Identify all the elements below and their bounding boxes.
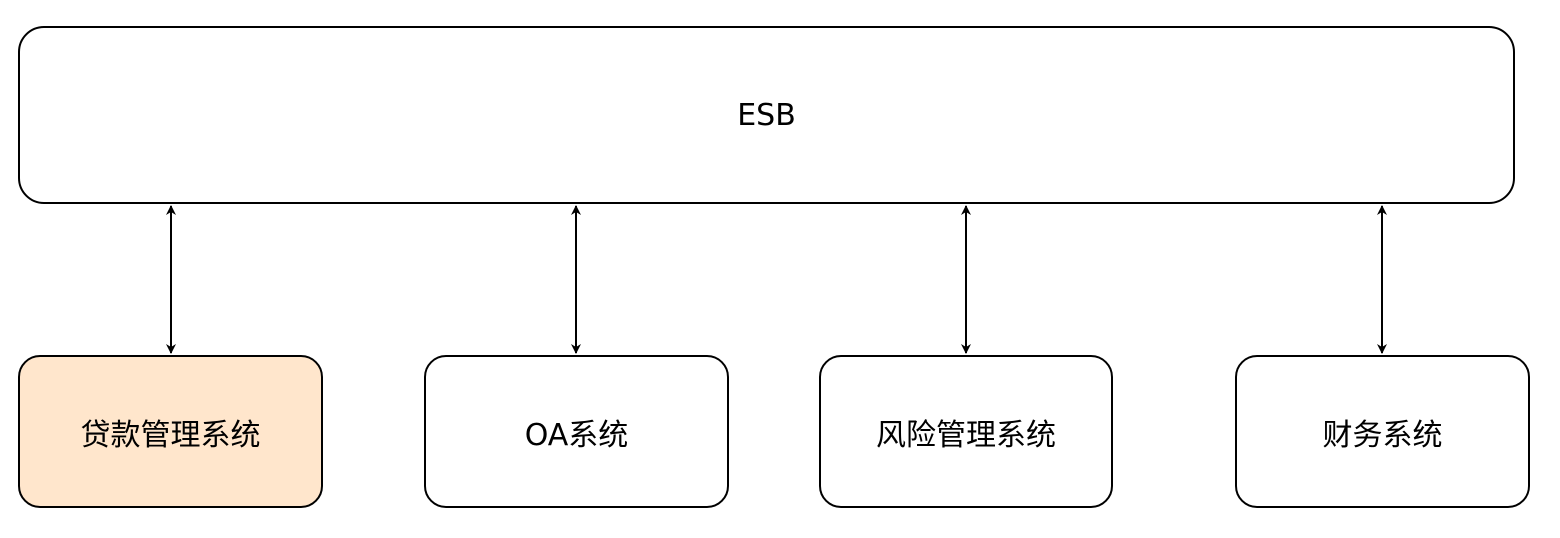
esb-bus-node: ESB <box>18 26 1515 204</box>
oa-system-node: OA系统 <box>424 355 729 508</box>
risk-management-system-node: 风险管理系统 <box>819 355 1113 508</box>
loan-management-system-label: 贷款管理系统 <box>80 417 261 453</box>
oa-system-label: OA系统 <box>524 417 629 453</box>
risk-management-system-label: 风险管理系统 <box>876 417 1056 453</box>
loan-management-system-node: 贷款管理系统 <box>18 355 323 508</box>
finance-system-node: 财务系统 <box>1235 355 1530 508</box>
esb-bus-label: ESB <box>737 97 796 133</box>
finance-system-label: 财务系统 <box>1322 417 1443 453</box>
